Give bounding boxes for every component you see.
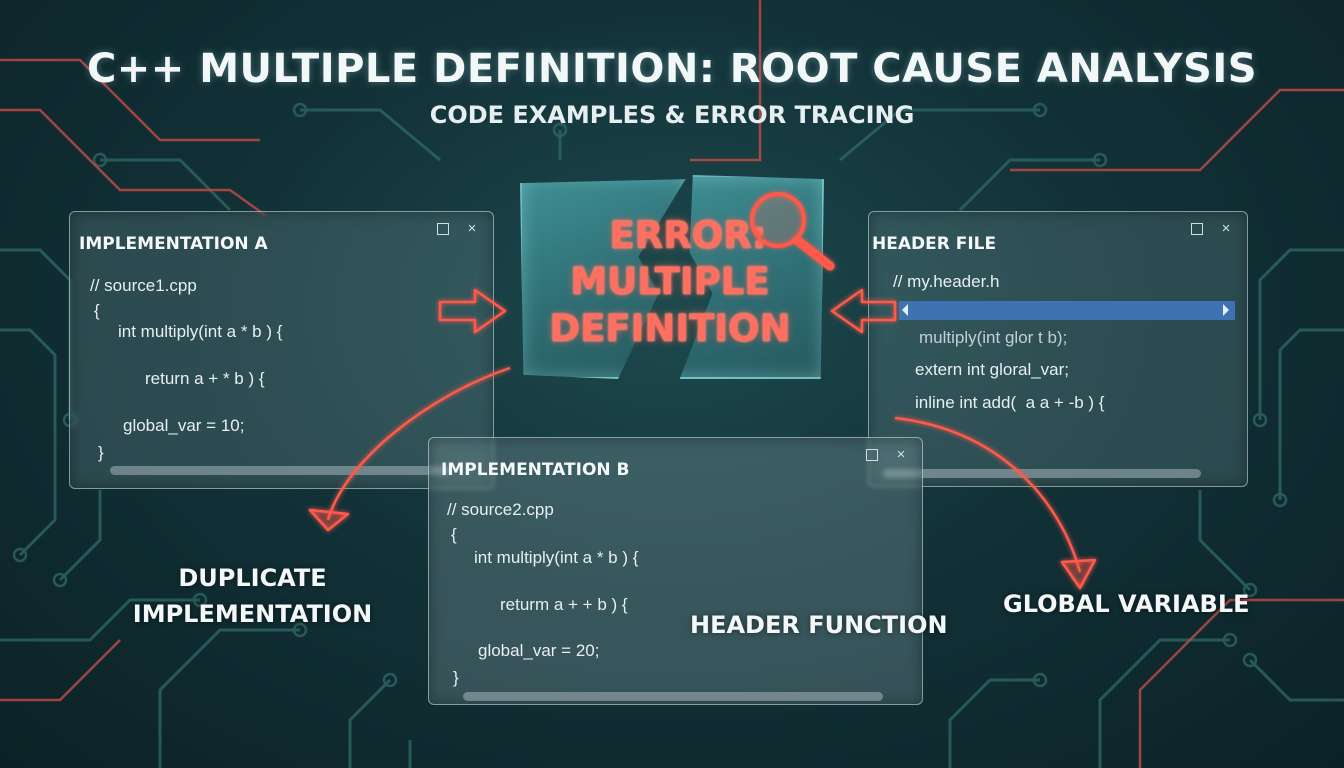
code-line: int multiply(int a * b ) { <box>118 322 283 341</box>
header-function-label: HEADER FUNCTION <box>690 611 948 639</box>
duplicate-implementation-label: DUPLICATE IMPLEMENTATION <box>120 560 385 632</box>
horizontal-scrollbar[interactable] <box>883 469 1201 478</box>
selection-bar[interactable] <box>899 301 1235 320</box>
code-line: { <box>451 525 457 544</box>
maximize-icon <box>437 223 449 235</box>
maximize-button[interactable] <box>1191 222 1205 236</box>
code-line: global_var = 10; <box>123 416 245 435</box>
code-line: int multiply(int a * b ) { <box>474 548 639 567</box>
window-controls: × <box>1191 220 1233 237</box>
page-title: C++ MULTIPLE DEFINITION: ROOT CAUSE ANAL… <box>86 46 1258 92</box>
error-line-3: DEFINITION <box>549 307 791 350</box>
horizontal-scrollbar[interactable] <box>110 466 450 475</box>
maximize-button[interactable] <box>866 448 880 462</box>
code-line: } <box>453 668 459 687</box>
code-line: // my.header.h <box>893 272 1000 291</box>
window-controls: × <box>866 446 908 463</box>
maximize-button[interactable] <box>437 222 451 236</box>
page-subtitle: CODE EXAMPLES & ERROR TRACING <box>429 101 915 129</box>
code-line: { <box>94 301 100 320</box>
code-line: } <box>98 443 104 462</box>
code-line: global_var = 20; <box>478 641 600 660</box>
code-line: returm a + + b ) { <box>500 595 628 614</box>
close-button[interactable]: × <box>467 220 477 237</box>
code-line: // source1.cpp <box>90 276 197 295</box>
close-button[interactable]: × <box>896 446 906 463</box>
close-button[interactable]: × <box>1221 220 1231 237</box>
implementation-a-title: IMPLEMENTATION A <box>79 234 268 254</box>
code-line: inline int add( a a + -b ) { <box>915 393 1105 412</box>
duplicate-label-line-2: IMPLEMENTATION <box>132 600 373 628</box>
implementation-b-window: IMPLEMENTATION B × // source2.cpp { int … <box>428 437 923 705</box>
code-line: return a + * b ) { <box>145 369 265 388</box>
global-variable-label: GLOBAL VARIABLE <box>1003 590 1250 618</box>
maximize-icon <box>1191 223 1203 235</box>
duplicate-label-line-1: DUPLICATE <box>178 564 327 592</box>
code-line: // source2.cpp <box>447 500 554 519</box>
error-block: ERROR: MULTIPLE DEFINITION <box>520 175 824 379</box>
scroll-left-icon[interactable] <box>902 304 908 316</box>
code-line: extern int gloral_var; <box>915 360 1070 379</box>
window-controls: × <box>437 220 479 237</box>
scroll-right-icon[interactable] <box>1223 304 1229 316</box>
code-line: multiply(int glor t b); <box>919 328 1068 347</box>
maximize-icon <box>866 449 878 461</box>
implementation-b-title: IMPLEMENTATION B <box>441 460 630 480</box>
error-line-1: ERROR: <box>609 214 767 257</box>
horizontal-scrollbar[interactable] <box>463 692 883 701</box>
error-line-2: MULTIPLE <box>570 260 770 303</box>
header-file-window: HEADER FILE × // my.header.h multiply(in… <box>868 211 1248 487</box>
header-file-title: HEADER FILE <box>872 234 997 254</box>
